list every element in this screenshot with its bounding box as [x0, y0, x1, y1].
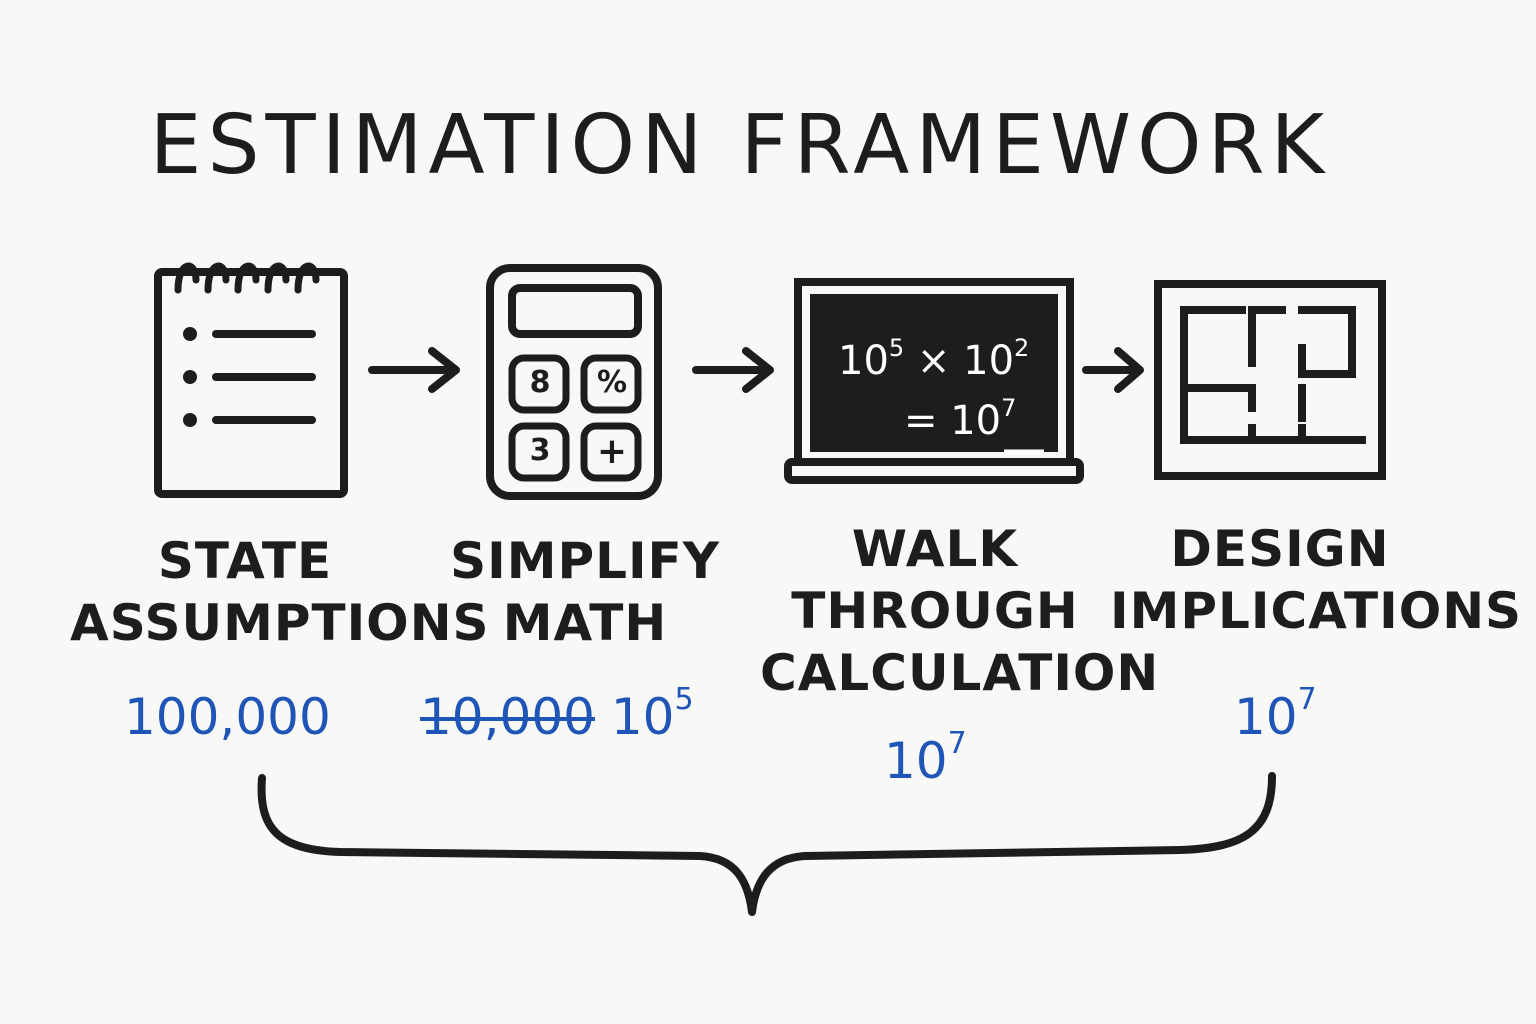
page-title: ESTIMATION FRAMEWORK — [149, 98, 1331, 193]
notepad-icon — [154, 262, 348, 498]
chalkboard-icon — [784, 278, 1084, 484]
floor-plan-icon — [1154, 280, 1386, 480]
arrow-right-icon — [692, 347, 774, 393]
calculator-key-3: 3 — [529, 433, 551, 468]
calculator-key-percent: % — [596, 365, 628, 400]
calculator-icon — [486, 264, 662, 500]
arrow-right-icon — [368, 347, 460, 393]
simplify-value: 10,000 105 — [420, 682, 694, 746]
chalkboard-line-1: 105 × 102 — [838, 334, 1030, 384]
assumptions-value: 100,000 — [124, 688, 331, 746]
struck-value: 10,000 — [420, 688, 595, 746]
chalkboard-line-2: = 107 — [904, 394, 1017, 444]
design-value: 107 — [1234, 682, 1317, 746]
arrow-right-icon — [1082, 347, 1144, 393]
calculation-value: 107 — [884, 726, 967, 790]
calculator-key-plus: + — [596, 431, 628, 472]
calculator-key-8: 8 — [529, 365, 551, 400]
